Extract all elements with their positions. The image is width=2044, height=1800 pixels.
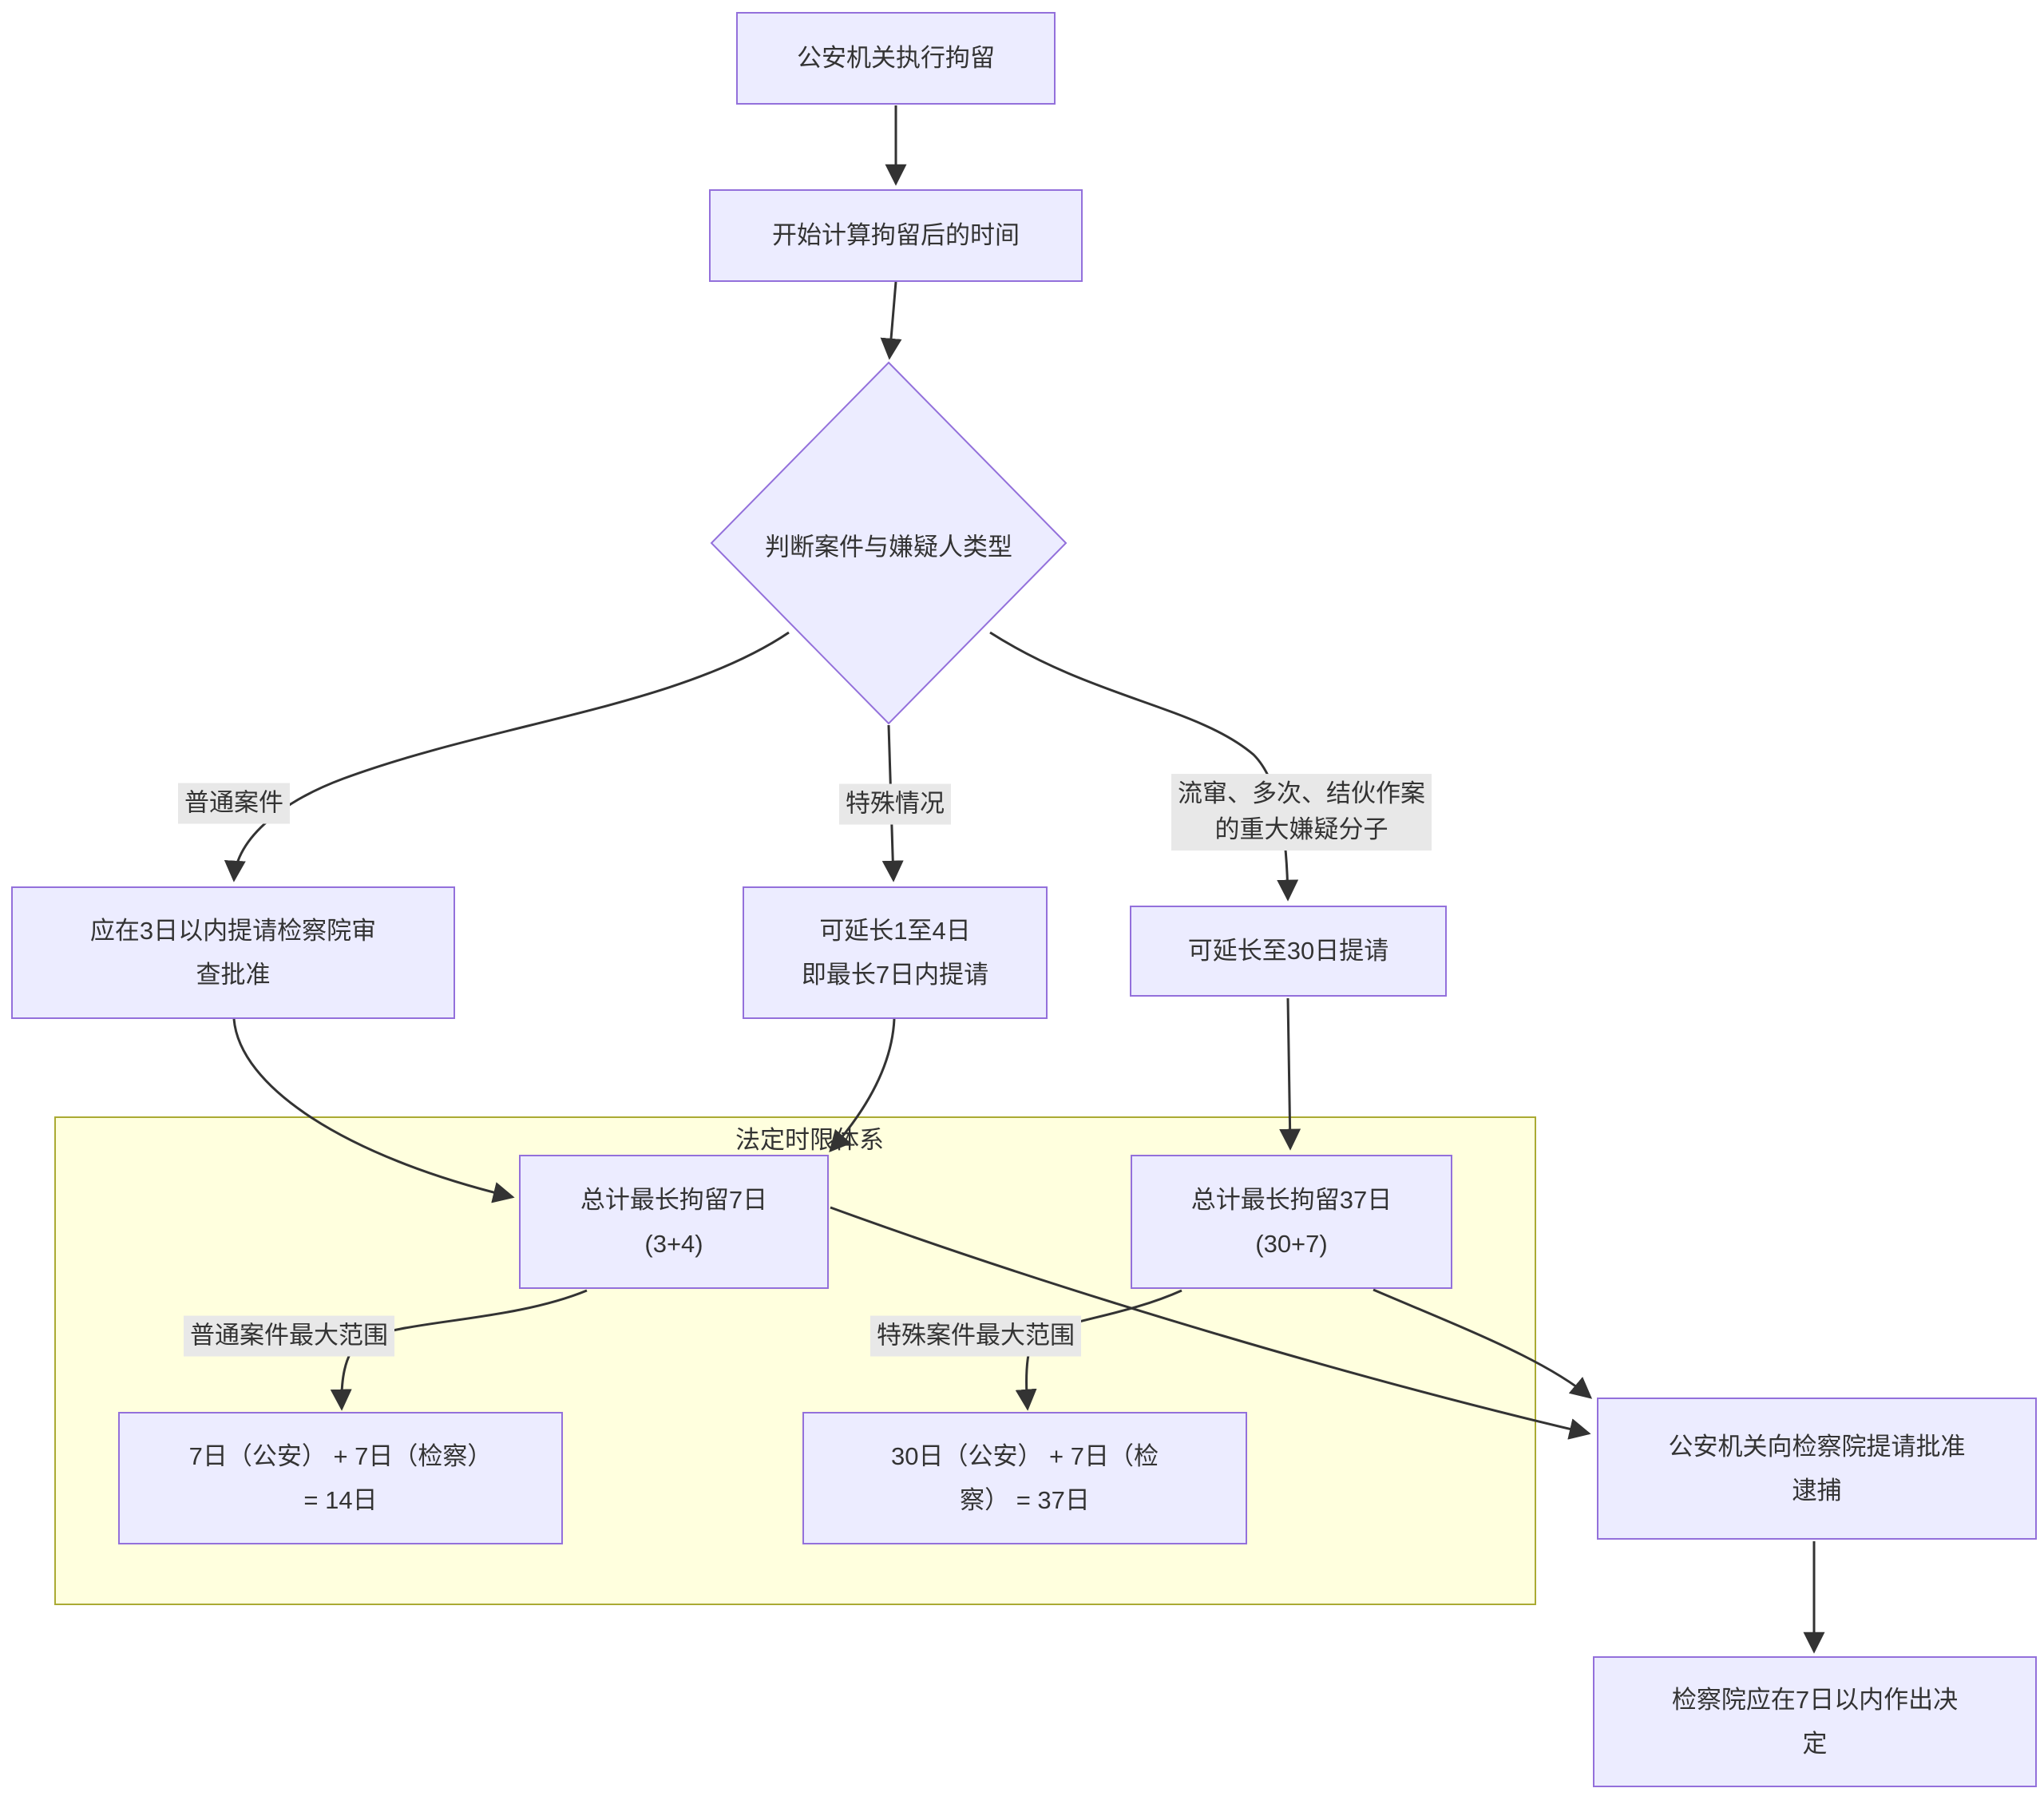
edge-ordinary-to-total7 [232,1018,515,1203]
edge-total7-to-arrest [830,1206,1591,1440]
edge-label-ordinary-case: 普通案件 [178,783,290,824]
edge-label-special-max: 特殊案件最大范围 [870,1315,1081,1357]
node-label: 公安机关执行拘留 [797,44,995,73]
node-label: (30+7) [1255,1230,1328,1258]
node-label: 30日（公安） + 7日（检 [890,1441,1159,1470]
node-start-timer: 开始计算拘留后的时间 [709,189,1083,282]
node-label: 逮捕 [1792,1477,1842,1505]
node-label: 定 [1802,1730,1828,1758]
node-max-14days: 7日（公安） + 7日（检察） = 14日 [118,1412,563,1544]
node-label: 公安机关向检察院提请批准 [1668,1432,1966,1461]
node-label: 查批准 [196,961,271,989]
edge-label-special-case: 特殊情况 [839,783,951,825]
edge-decision-to-ordinary [224,631,790,882]
node-total-7days: 总计最长拘留7日 (3+4) [519,1155,829,1289]
node-label: 察） = 37日 [960,1486,1090,1514]
node-special-extend: 可延长1至4日 即最长7日内提请 [743,886,1048,1019]
edge-decision-to-major [989,631,1299,902]
node-label: (3+4) [644,1230,703,1258]
edge-major-to-total37 [1279,997,1301,1151]
node-total-37days: 总计最长拘留37日 (30+7) [1131,1155,1452,1289]
cluster-title: 法定时限体系 [735,1126,884,1154]
node-label: = 14日 [303,1486,378,1514]
node-label: 总计最长拘留37日 [1190,1185,1392,1214]
node-label: 即最长7日内提请 [801,961,989,989]
node-label: 检察院应在7日以内作出决 [1671,1685,1959,1714]
node-ordinary-3days: 应在3日以内提请检察院审 查批准 [11,886,455,1019]
node-label: 总计最长拘留7日 [580,1185,768,1214]
node-label: 开始计算拘留后的时间 [772,221,1020,250]
node-label: 应在3日以内提请检察院审 [89,916,377,945]
node-max-37days: 30日（公安） + 7日（检 察） = 37日 [802,1412,1247,1544]
edge-label-major-suspect: 流窜、多次、结伙作案 的重大嫌疑分子 [1171,774,1432,850]
node-label: 可延长1至4日 [819,916,971,945]
decision-diamond [710,361,1068,725]
node-decision-label: 判断案件与嫌疑人类型 [765,533,1012,561]
node-request-arrest: 公安机关向检察院提请批准 逮捕 [1597,1398,2037,1540]
node-label: 7日（公安） + 7日（检察） [188,1441,493,1470]
edge-label-line: 流窜、多次、结伙作案 [1178,779,1425,808]
node-procuratorate-decide: 检察院应在7日以内作出决 定 [1593,1656,2037,1787]
edge-total37-to-arrest [1373,1288,1593,1399]
edge-special-to-total7 [829,1018,896,1153]
node-label: 可延长至30日提请 [1187,937,1389,965]
edge-label-ordinary-max: 普通案件最大范围 [184,1315,394,1357]
node-police-detain: 公安机关执行拘留 [736,12,1056,105]
node-major-extend: 可延长至30日提请 [1130,906,1447,997]
edge-label-line: 的重大嫌疑分子 [1214,815,1388,843]
edge-timer-to-decision [880,281,902,360]
